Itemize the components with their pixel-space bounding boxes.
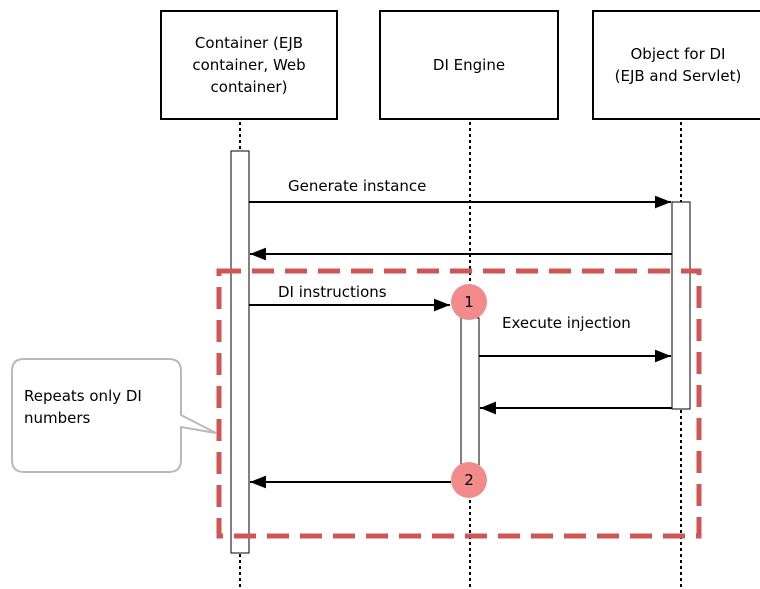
activation-bar-engine (460, 317, 480, 481)
lifeline-box-container: Container (EJB container, Web container) (160, 10, 338, 120)
message-label-di-instructions: DI instructions (278, 283, 387, 301)
callout-text: Repeats only DI numbers (24, 387, 142, 427)
callout-bubble (11, 358, 217, 473)
step-marker-2: 2 (451, 462, 487, 498)
activation-bar-object (671, 201, 691, 410)
step-marker-1: 1 (451, 284, 487, 320)
message-label-generate-instance: Generate instance (288, 177, 427, 195)
activation-bar-container (230, 150, 250, 554)
repeat-region-frame (216, 268, 702, 539)
lifeline-box-object-for-di: Object for DI (EJB and Servlet) (592, 10, 760, 120)
lifeline-box-di-engine: DI Engine (379, 10, 559, 120)
message-label-execute-injection: Execute injection (502, 314, 631, 332)
